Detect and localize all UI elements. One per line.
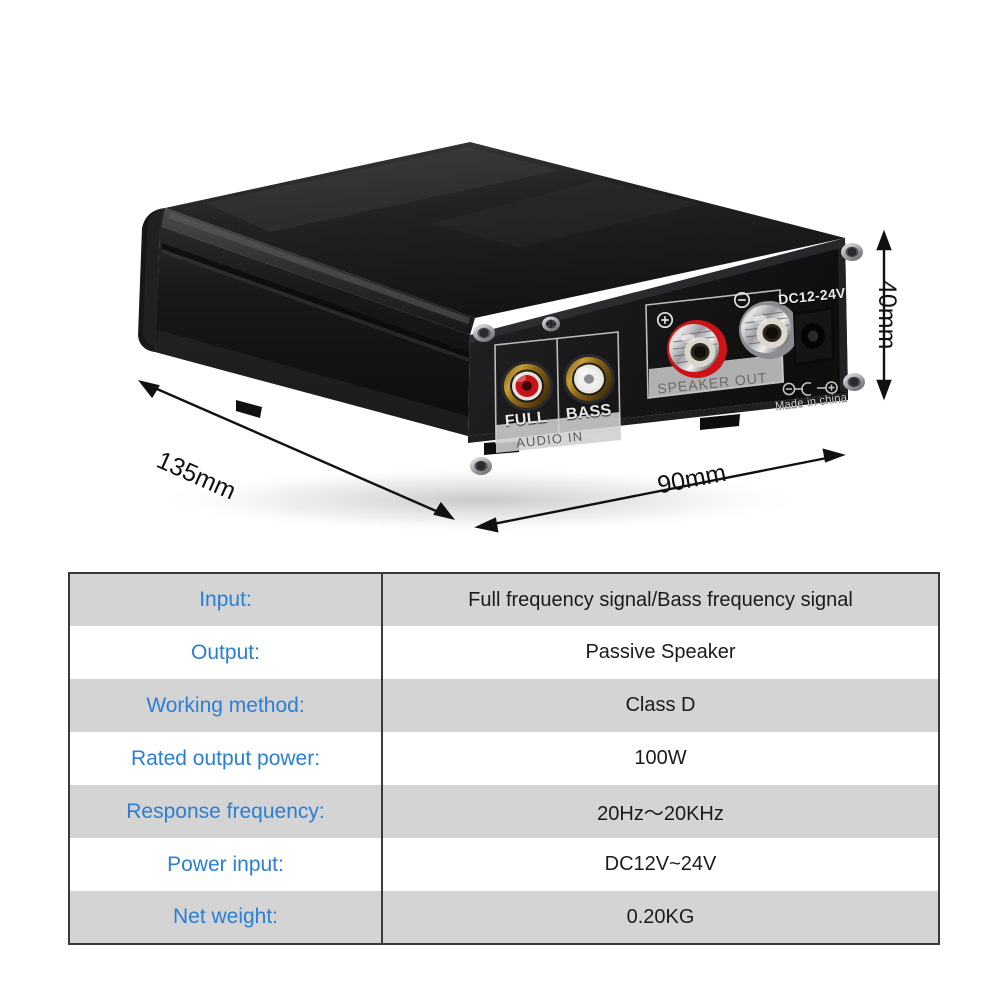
spec-value: 20Hz～20KHz (382, 785, 939, 838)
spec-value: Passive Speaker (382, 626, 939, 679)
dc-polarity-diagram (782, 381, 838, 396)
table-row: Power input: DC12V~24V (69, 838, 939, 891)
spec-label: Working method: (69, 679, 383, 732)
spec-value: Class D (382, 679, 939, 732)
specifications-table-body: Input: Full frequency signal/Bass freque… (69, 573, 939, 944)
table-row: Response frequency: 20Hz～20KHz (69, 785, 939, 838)
table-row: Input: Full frequency signal/Bass freque… (69, 573, 939, 626)
table-row: Working method: Class D (69, 679, 939, 732)
speaker-post-negative (739, 301, 799, 359)
spec-label: Response frequency: (69, 785, 383, 838)
spec-value: 100W (382, 732, 939, 785)
rca-full-jack (501, 361, 553, 411)
panel-screws (470, 243, 865, 475)
product-photo: FULL BASS AUDIO IN SPEAKER OUT DC12-24V … (137, 142, 901, 534)
table-row: Output: Passive Speaker (69, 626, 939, 679)
spec-label: Output: (69, 626, 383, 679)
spec-label: Input: (69, 573, 383, 626)
dimension-label-height: 40mm (873, 280, 901, 350)
spec-label: Power input: (69, 838, 383, 891)
table-row: Rated output power: 100W (69, 732, 939, 785)
amplifier-illustration (137, 142, 892, 534)
speaker-polarity-marks (656, 291, 751, 329)
spec-label: Rated output power: (69, 732, 383, 785)
dc-power-jack (793, 307, 835, 366)
rca-bass-jack (563, 354, 615, 404)
table-row: Net weight: 0.20KG (69, 891, 939, 944)
spec-value: DC12V~24V (382, 838, 939, 891)
dimension-lines (137, 229, 892, 533)
spec-label: Net weight: (69, 891, 383, 944)
spec-value: Full frequency signal/Bass frequency sig… (382, 573, 939, 626)
specifications-table: Input: Full frequency signal/Bass freque… (68, 572, 940, 945)
spec-value: 0.20KG (382, 891, 939, 944)
speaker-post-positive (667, 320, 727, 378)
